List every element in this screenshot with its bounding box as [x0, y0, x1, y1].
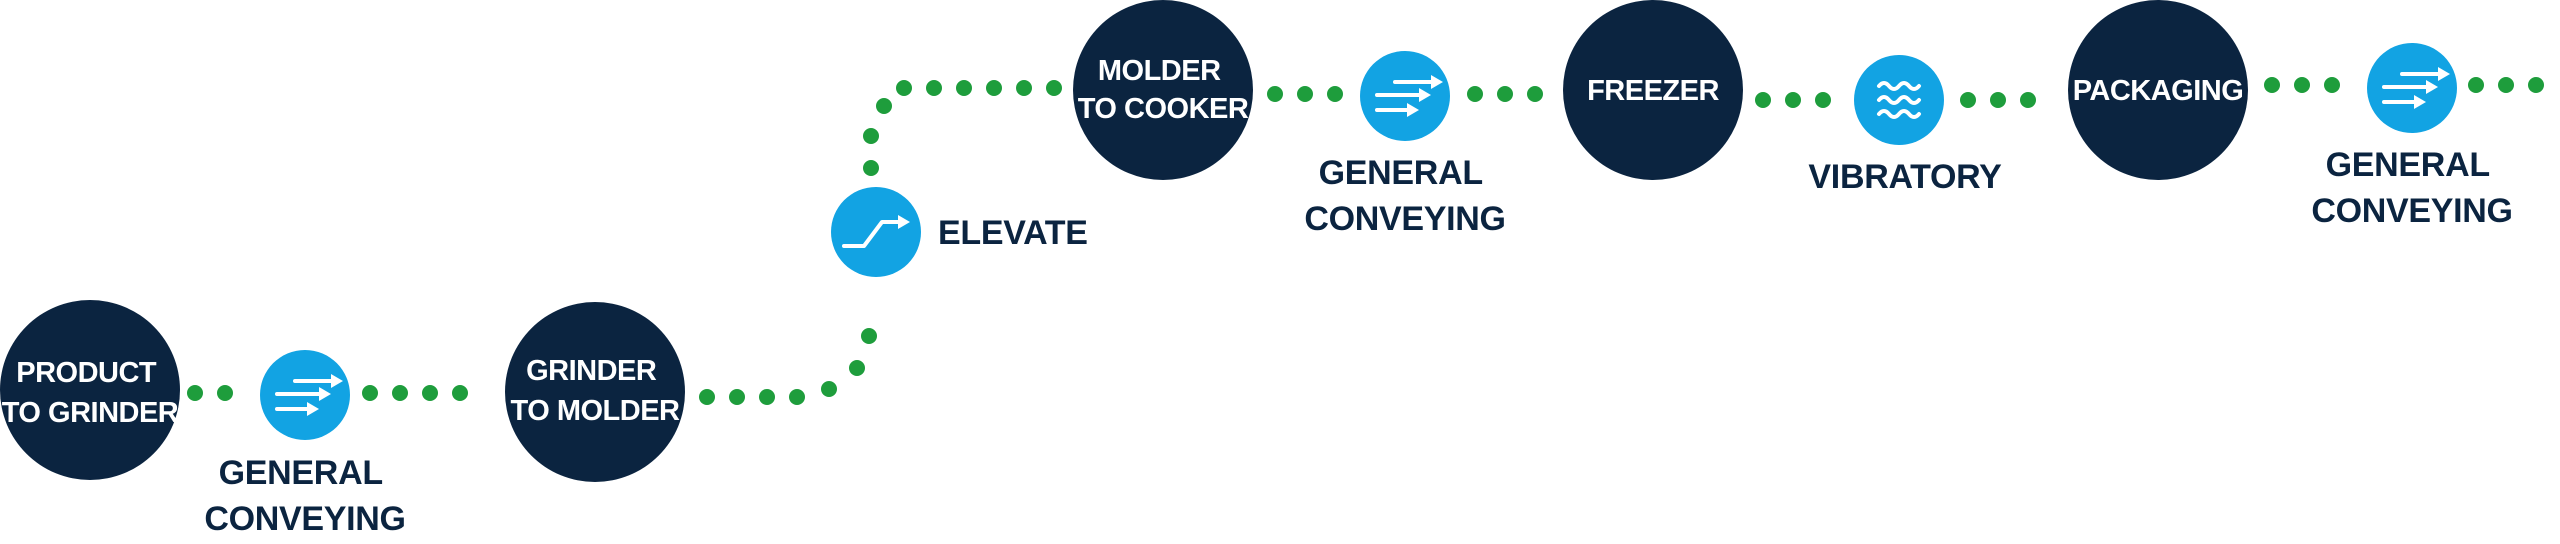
arrows-icon — [2367, 43, 2457, 133]
path-dot — [1267, 86, 1283, 102]
path-dot — [863, 128, 879, 144]
path-dot — [956, 80, 972, 96]
path-dot — [1785, 92, 1801, 108]
stage-label-line: TO MOLDER — [511, 395, 681, 427]
path-dot — [1960, 92, 1976, 108]
path-dot — [759, 389, 775, 405]
waves-icon — [1854, 55, 1944, 145]
svg-text:PRODUCT TO GRINDER: PRODUCT TO GRINDER — [2, 357, 179, 429]
stage-label-line: MOLDER — [1098, 55, 1221, 87]
arrows-icon — [1360, 51, 1450, 141]
path-dot — [2264, 77, 2280, 93]
path-dot — [789, 389, 805, 405]
stage-label-line: GRINDER — [526, 355, 657, 387]
stage-label-line: TO COOKER — [1078, 93, 1249, 125]
path-dot — [2324, 77, 2340, 93]
conveyor-label-line: CONVEYING — [1304, 200, 1505, 238]
path-dot — [452, 385, 468, 401]
path-dot — [362, 385, 378, 401]
path-dot — [849, 360, 865, 376]
path-dot — [861, 328, 877, 344]
conveyor-general-conveying-1: GENERAL CONVEYING — [204, 350, 406, 538]
svg-text:GENERAL CONVEYING: GENERAL CONVEYING — [2311, 146, 2512, 230]
path-dot — [1046, 80, 1062, 96]
path-dot — [821, 381, 837, 397]
stage-grinder-to-molder: GRINDER TO MOLDER — [505, 302, 685, 482]
path-dot — [699, 389, 715, 405]
conveyor-label-line: GENERAL — [2326, 146, 2490, 184]
path-dot — [2020, 92, 2036, 108]
path-dot — [1990, 92, 2006, 108]
svg-text:GENERAL CONVEYING: GENERAL CONVEYING — [1304, 154, 1505, 238]
conveyor-general-conveying-2: GENERAL CONVEYING — [1304, 51, 1506, 238]
path-dot — [2498, 77, 2514, 93]
stage-packaging: PACKAGING — [2068, 0, 2248, 180]
path-dot — [1815, 92, 1831, 108]
conveyor-label-line: GENERAL — [219, 454, 383, 492]
stage-label-line: TO GRINDER — [2, 397, 179, 429]
path-dot — [876, 98, 892, 114]
path-dot — [1327, 86, 1343, 102]
path-dot — [187, 385, 203, 401]
path-dot — [926, 80, 942, 96]
path-dot — [986, 80, 1002, 96]
path-dot — [392, 385, 408, 401]
svg-text:MOLDER TO COOKER: MOLDER TO COOKER — [1078, 55, 1249, 125]
conveyor-elevate: ELEVATE — [831, 187, 1088, 277]
path-dot — [1016, 80, 1032, 96]
stage-label-line: PACKAGING — [2073, 75, 2244, 107]
stage-product-to-grinder: PRODUCT TO GRINDER — [0, 300, 180, 480]
path-dot — [896, 80, 912, 96]
path-dot — [1755, 92, 1771, 108]
stage-molder-to-cooker: MOLDER TO COOKER — [1073, 0, 1253, 180]
conveyor-label-line: GENERAL — [1319, 154, 1483, 192]
conveyor-label-line: CONVEYING — [2311, 192, 2512, 230]
stage-label-line: FREEZER — [1587, 75, 1719, 107]
path-dot — [1467, 86, 1483, 102]
conveyor-label-line: VIBRATORY — [1808, 158, 2002, 196]
svg-text:GENERAL CONVEYING: GENERAL CONVEYING — [204, 454, 405, 538]
path-dot — [863, 160, 879, 176]
conveyor-general-conveying-3: GENERAL CONVEYING — [2311, 43, 2513, 230]
path-dot — [2528, 77, 2544, 93]
conveyor-label-line: CONVEYING — [204, 500, 405, 538]
path-dot — [2294, 77, 2310, 93]
conveyor-path — [187, 77, 2544, 405]
path-dot — [1527, 86, 1543, 102]
elevate-icon — [831, 187, 921, 277]
stage-freezer: FREEZER — [1563, 0, 1743, 180]
svg-text:GRINDER TO MOLDER: GRINDER TO MOLDER — [511, 355, 681, 427]
arrows-icon — [260, 350, 350, 440]
path-dot — [729, 389, 745, 405]
path-dot — [1297, 86, 1313, 102]
stage-label-line: PRODUCT — [16, 357, 157, 389]
path-dot — [422, 385, 438, 401]
conveyor-vibratory: VIBRATORY — [1808, 55, 2002, 196]
conveyor-label-line: ELEVATE — [938, 214, 1088, 252]
path-dot — [1497, 86, 1513, 102]
path-dot — [2468, 77, 2484, 93]
path-dot — [217, 385, 233, 401]
